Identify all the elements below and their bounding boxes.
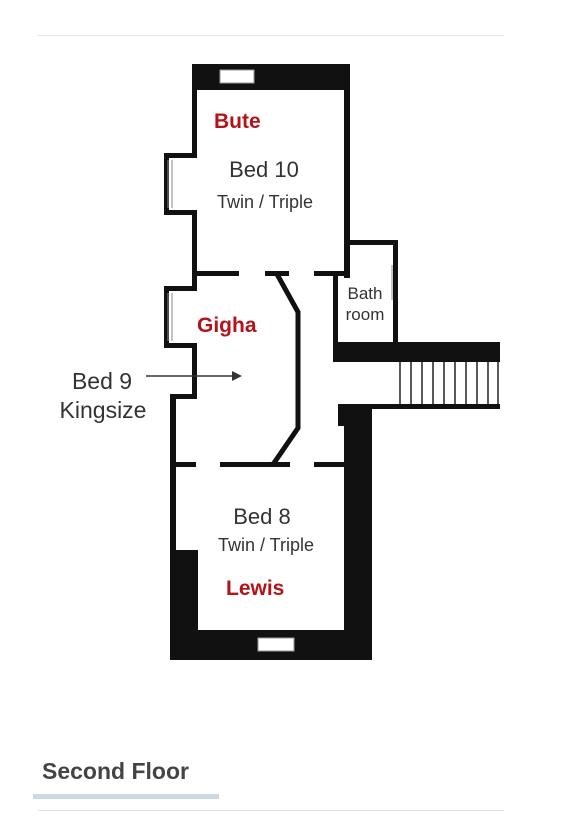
- bed-8-type: Twin / Triple: [218, 535, 314, 555]
- bump-bottom-gigha: [164, 343, 197, 348]
- left-wall-bed10-bottom: [192, 214, 197, 278]
- room-name-bute: Bute: [214, 110, 261, 133]
- bathroom-label-line2: room: [346, 305, 385, 324]
- bump-side-gigha: [164, 286, 169, 348]
- left-wall-bed10-top: [192, 64, 197, 154]
- partition-bottom-c: [314, 462, 344, 467]
- bump-top-gigha: [164, 286, 197, 291]
- bed-9-label: Bed 9: [72, 368, 132, 394]
- bump-side-bed10: [164, 153, 169, 215]
- window-bottom: [257, 637, 295, 652]
- partition-top-b: [265, 271, 289, 276]
- bed-9-type: Kingsize: [60, 397, 147, 423]
- partition-top-a: [197, 271, 239, 276]
- landing-bottom-wall: [338, 404, 500, 409]
- bump-bottom-bed10: [164, 210, 197, 215]
- bottom-divider: [38, 810, 504, 811]
- right-wall-bed10: [344, 64, 350, 278]
- top-divider: [38, 35, 504, 36]
- room-name-lewis: Lewis: [226, 577, 284, 600]
- bump-top-bed10: [164, 153, 197, 158]
- floor-caption: Second Floor: [42, 758, 189, 784]
- bed-10-label: Bed 10: [229, 157, 299, 182]
- walls: [164, 64, 500, 660]
- landing-corner: [338, 404, 368, 426]
- bed-10-type: Twin / Triple: [217, 192, 313, 212]
- left-wall-lower: [170, 394, 176, 660]
- top-wall: [192, 64, 350, 90]
- bathroom-label-line1: Bath: [348, 284, 383, 303]
- internal-wall: [270, 272, 301, 467]
- landing-top-wall: [333, 342, 500, 362]
- bath-top-wall: [344, 240, 398, 245]
- bed-8-label: Bed 8: [233, 504, 291, 529]
- bed9-arrow: [146, 371, 242, 381]
- partition-bottom-a: [176, 462, 196, 467]
- left-step: [170, 394, 197, 399]
- partition-top-c: [314, 271, 350, 276]
- left-wall-gigha-mid: [192, 343, 197, 398]
- caption-underline: [33, 794, 219, 799]
- bath-right-wall: [393, 240, 398, 345]
- room-name-gigha: Gigha: [197, 314, 257, 337]
- left-wall-gigha-top: [192, 274, 197, 290]
- window-top: [219, 69, 255, 84]
- right-wall-bed8: [344, 404, 372, 660]
- partition-bottom-b: [220, 462, 290, 467]
- staircase: [399, 362, 499, 404]
- side-windows: [167, 160, 393, 341]
- bath-left-wall: [333, 276, 338, 344]
- windows: [219, 69, 295, 652]
